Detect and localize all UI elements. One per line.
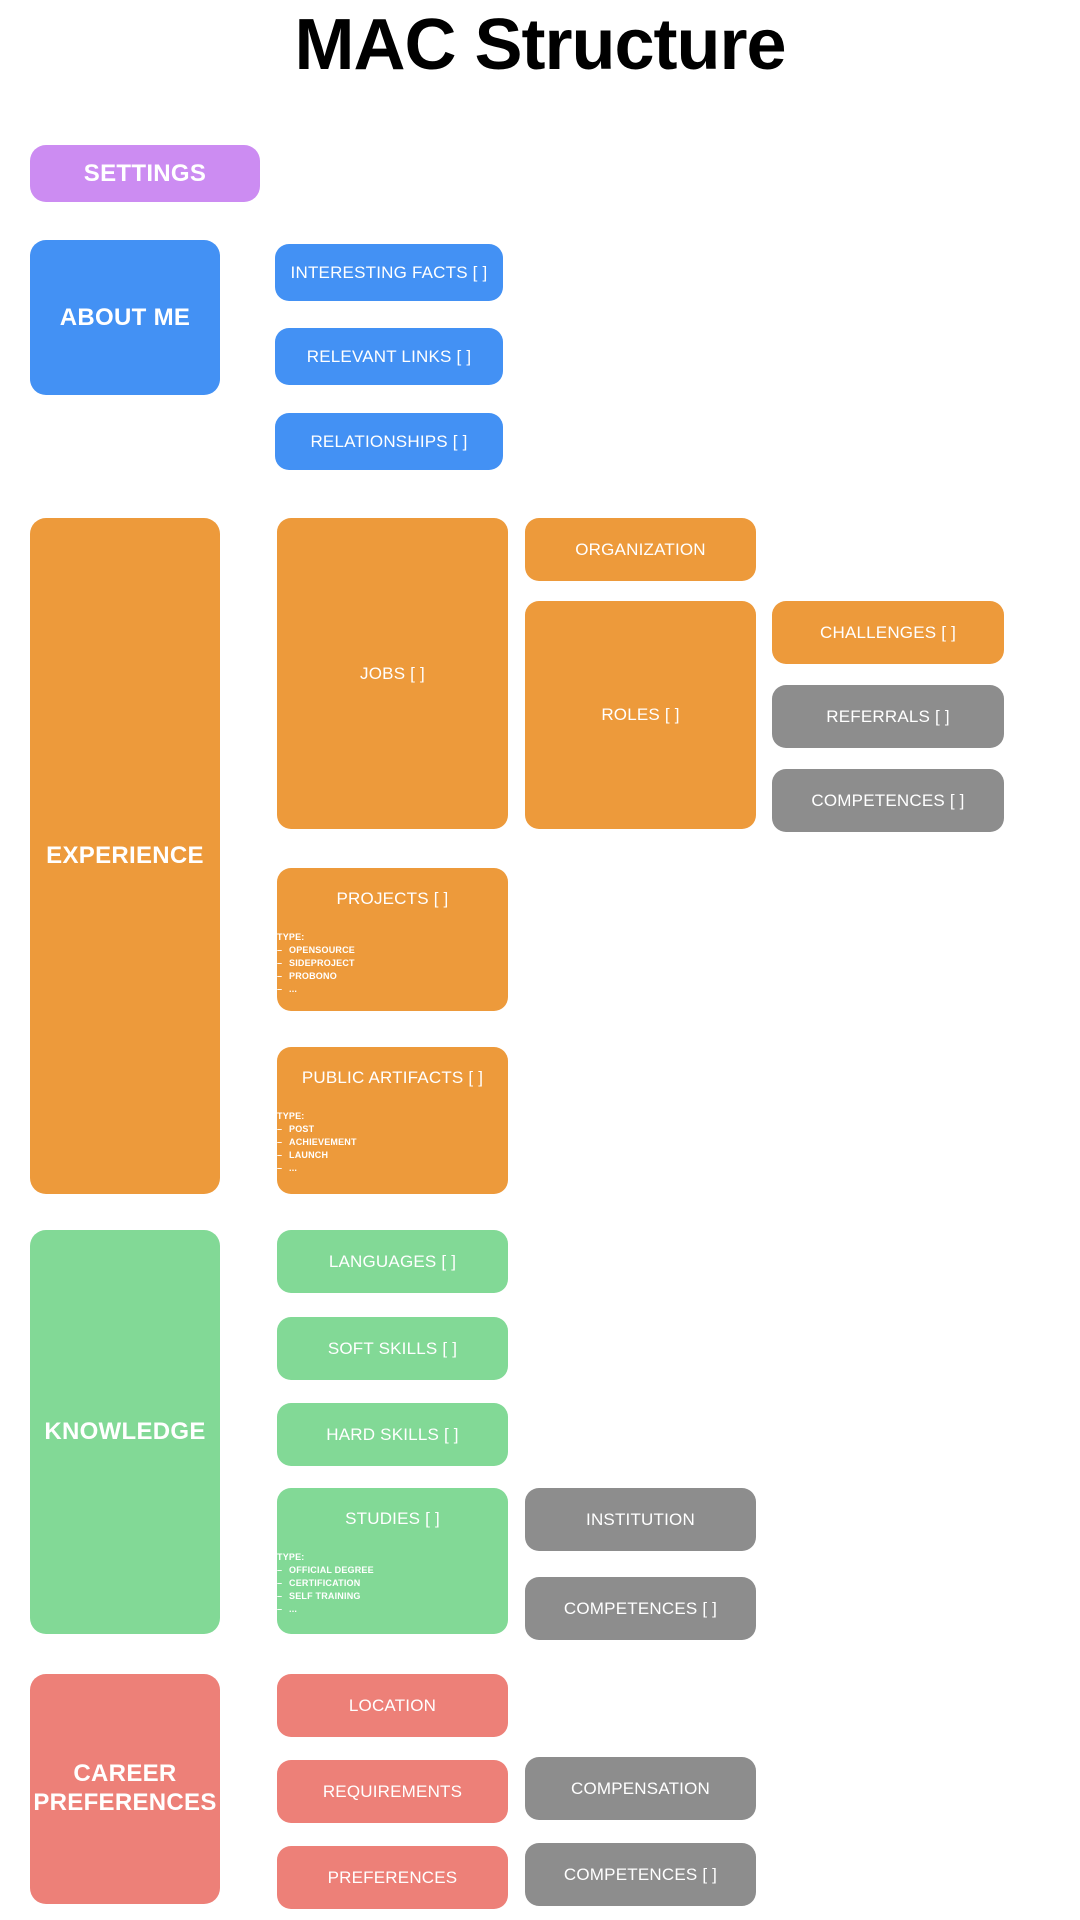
node-projects-type-list: TYPE: –OPENSOURCE –SIDEPROJECT –PROBONO … — [277, 903, 508, 995]
node-soft-skills[interactable]: SOFT SKILLS [ ] — [277, 1317, 508, 1380]
type-label: TYPE: — [277, 931, 305, 942]
type-label: TYPE: — [277, 1110, 305, 1121]
node-languages[interactable]: LANGUAGES [ ] — [277, 1230, 508, 1293]
career-preferences-label-line1: CAREER — [73, 1760, 177, 1788]
type-label: TYPE: — [277, 1551, 305, 1562]
node-public-artifacts-title: PUBLIC ARTIFACTS [ ] — [301, 1068, 484, 1087]
career-preferences-label-line2: PREFERENCES — [33, 1789, 217, 1816]
node-competences-career[interactable]: COMPETENCES [ ] — [525, 1843, 756, 1906]
node-career-preferences[interactable]: CAREER PREFERENCES — [30, 1674, 220, 1904]
type-item: –CERTIFICATION — [277, 1577, 361, 1588]
node-public-artifacts-type-list: TYPE: –POST –ACHIEVEMENT –LAUNCH –... — [277, 1082, 508, 1174]
page-title: MAC Structure — [294, 5, 786, 85]
node-studies-title: STUDIES [ ] — [345, 1509, 440, 1528]
type-item: –... — [277, 1603, 298, 1614]
type-item: –SIDEPROJECT — [277, 957, 355, 968]
node-preferences[interactable]: PREFERENCES — [277, 1846, 508, 1909]
type-item: –... — [277, 1162, 298, 1173]
node-studies-type-list: TYPE: –OFFICIAL DEGREE –CERTIFICATION –S… — [277, 1523, 508, 1615]
node-roles[interactable]: ROLES [ ] — [525, 601, 756, 829]
node-projects-title: PROJECTS [ ] — [336, 889, 449, 908]
node-public-artifacts[interactable]: PUBLIC ARTIFACTS [ ] TYPE: –POST –ACHIEV… — [277, 1047, 508, 1194]
type-item: –OFFICIAL DEGREE — [277, 1564, 374, 1575]
node-interesting-facts[interactable]: INTERESTING FACTS [ ] — [275, 244, 503, 301]
node-settings[interactable]: SETTINGS — [30, 145, 260, 202]
type-item: –LAUNCH — [277, 1149, 329, 1160]
node-relevant-links[interactable]: RELEVANT LINKS [ ] — [275, 328, 503, 385]
node-studies[interactable]: STUDIES [ ] TYPE: –OFFICIAL DEGREE –CERT… — [277, 1488, 508, 1634]
type-item: –... — [277, 983, 298, 994]
node-institution[interactable]: INSTITUTION — [525, 1488, 756, 1551]
node-location[interactable]: LOCATION — [277, 1674, 508, 1737]
node-relationships[interactable]: RELATIONSHIPS [ ] — [275, 413, 503, 470]
node-knowledge[interactable]: KNOWLEDGE — [30, 1230, 220, 1634]
node-challenges[interactable]: CHALLENGES [ ] — [772, 601, 1004, 664]
type-item: –POST — [277, 1123, 315, 1134]
type-item: –PROBONO — [277, 970, 337, 981]
node-competences-experience[interactable]: COMPETENCES [ ] — [772, 769, 1004, 832]
node-about-me[interactable]: ABOUT ME — [30, 240, 220, 395]
node-compensation[interactable]: COMPENSATION — [525, 1757, 756, 1820]
node-jobs[interactable]: JOBS [ ] — [277, 518, 508, 829]
type-item: –OPENSOURCE — [277, 944, 356, 955]
type-item: –ACHIEVEMENT — [277, 1136, 357, 1147]
node-requirements[interactable]: REQUIREMENTS — [277, 1760, 508, 1823]
node-hard-skills[interactable]: HARD SKILLS [ ] — [277, 1403, 508, 1466]
node-projects[interactable]: PROJECTS [ ] TYPE: –OPENSOURCE –SIDEPROJ… — [277, 868, 508, 1011]
node-organization[interactable]: ORGANIZATION — [525, 518, 756, 581]
type-item: –SELF TRAINING — [277, 1590, 361, 1601]
node-experience[interactable]: EXPERIENCE — [30, 518, 220, 1194]
node-referrals[interactable]: REFERRALS [ ] — [772, 685, 1004, 748]
node-competences-knowledge[interactable]: COMPETENCES [ ] — [525, 1577, 756, 1640]
